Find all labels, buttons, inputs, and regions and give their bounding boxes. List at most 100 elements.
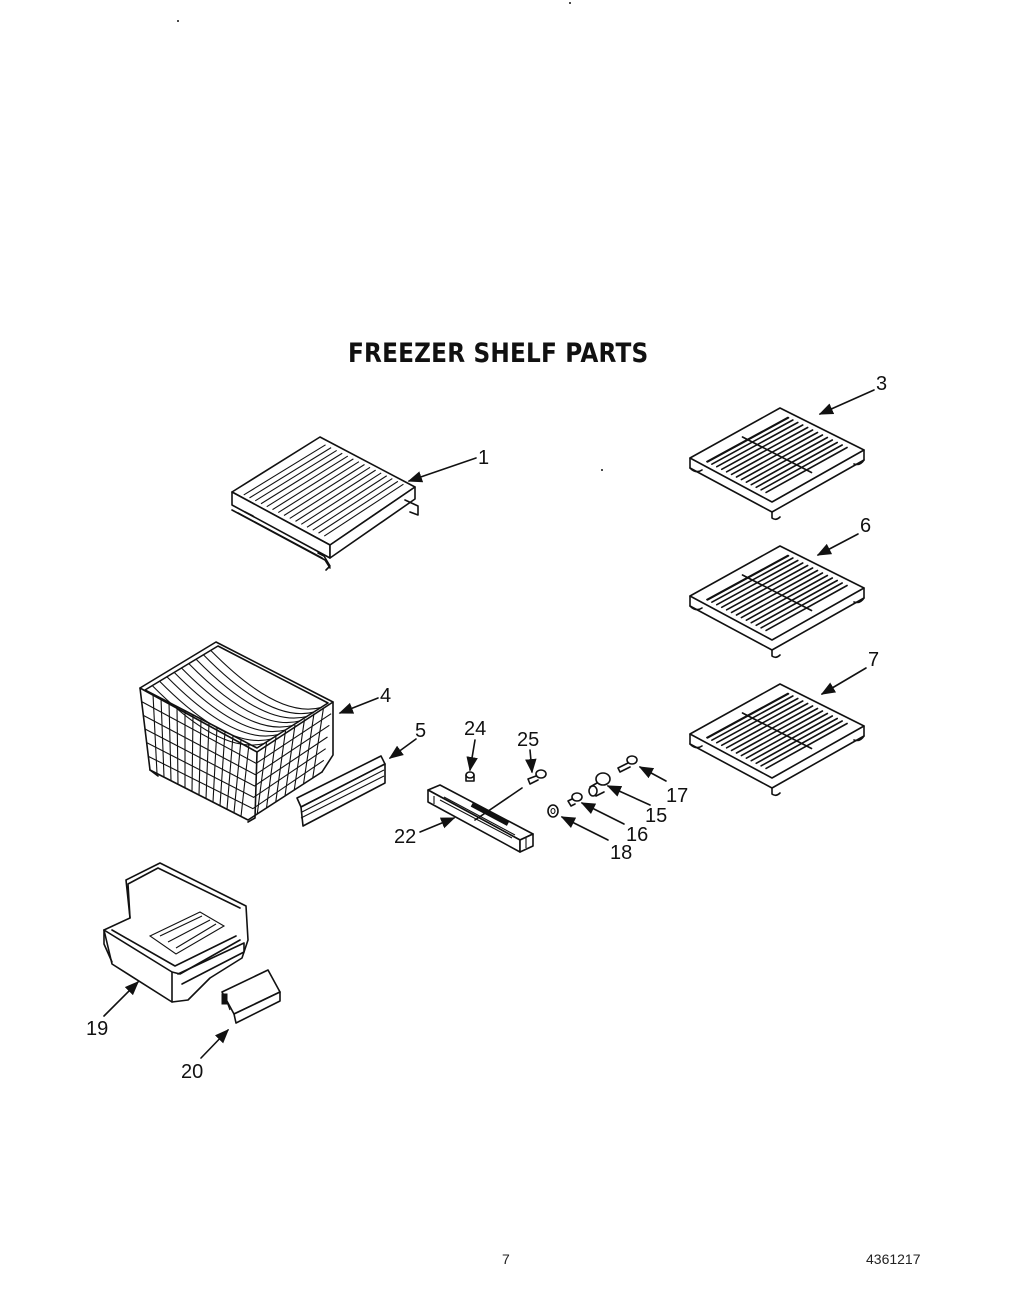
basket-wire [188, 663, 300, 724]
page-number: 7 [502, 1251, 510, 1267]
callout-22: 22 [394, 826, 416, 848]
basket-wire [143, 714, 330, 776]
leader-20 [200, 1028, 229, 1059]
callout-7: 7 [868, 649, 879, 671]
basket-wire [148, 755, 325, 810]
part-17-bolt [617, 755, 638, 773]
basket-wire [144, 728, 328, 787]
basket-wire [275, 730, 287, 803]
shelf-rear-bar [706, 554, 790, 601]
part-20-bin-front [221, 969, 281, 1024]
leader-18 [560, 816, 609, 841]
basket-wire [159, 680, 272, 742]
part-22-slide-rail [427, 784, 534, 853]
basket-wire [166, 676, 279, 737]
basket-wire [210, 650, 322, 710]
basket-wire [146, 742, 326, 798]
part-5-trim [296, 755, 386, 827]
part-16-washer [567, 792, 583, 807]
leader-1 [407, 457, 477, 483]
callout-20: 20 [181, 1061, 203, 1083]
shelf-rib [295, 469, 376, 522]
callout-19: 19 [86, 1018, 108, 1040]
shelf-rear-bar [706, 416, 790, 463]
leader-6 [816, 533, 859, 556]
shelf-hook [771, 787, 781, 797]
shelf-rib [306, 475, 388, 528]
callout-labels: 1 3 6 7 4 5 24 25 17 15 16 18 22 19 20 [86, 373, 887, 1083]
document-number: 4361217 [866, 1251, 921, 1267]
basket-wire [233, 739, 242, 813]
part-25-screw [527, 769, 547, 785]
shelf-rib [243, 444, 326, 496]
callout-6: 6 [860, 515, 871, 537]
leader-3 [818, 389, 875, 415]
basket-wire [181, 667, 293, 728]
shelf-hook [689, 605, 703, 611]
callout-4: 4 [380, 685, 391, 707]
leader-15 [606, 785, 651, 806]
callout-25: 25 [517, 729, 539, 751]
basket-wire [203, 654, 314, 715]
part-24-pin [465, 771, 475, 782]
basket-wire [293, 719, 306, 791]
leader-lines [103, 389, 875, 1059]
part-4-wire-basket [139, 641, 334, 823]
callout-18: 18 [610, 842, 632, 864]
basket-wire [141, 701, 332, 764]
shelf-center-bar [741, 436, 813, 474]
part-6-wire-shelf [689, 545, 865, 659]
shelf-hook [771, 511, 781, 521]
callout-5: 5 [415, 720, 426, 742]
shelf-hook [853, 597, 865, 604]
leader-25 [525, 749, 537, 774]
callout-17: 17 [666, 785, 688, 807]
part-19-bin [103, 862, 249, 1003]
shelf-rib [318, 480, 399, 534]
leader-5 [388, 738, 417, 759]
basket-wire [226, 735, 234, 810]
part-7-wire-shelf [689, 683, 865, 797]
scan-speck [601, 469, 603, 471]
part-1-shelf [231, 436, 419, 571]
shelf-center-bar [741, 574, 813, 612]
basket-wire [151, 685, 265, 746]
shelf-hook [771, 649, 781, 659]
shelf-rib [289, 466, 371, 519]
scan-speck [177, 20, 179, 22]
shelf-center-bar [741, 712, 813, 750]
shelf-rib [283, 464, 365, 516]
leader-24 [466, 739, 478, 772]
leader-7 [820, 667, 867, 695]
leader-17 [638, 766, 667, 782]
shelf-rib [260, 452, 343, 505]
part-18-nut [547, 804, 559, 818]
callout-16: 16 [626, 824, 648, 846]
basket-wire [219, 731, 226, 806]
shelf-hook [689, 743, 703, 749]
shelf-rib [323, 483, 404, 537]
callout-1: 1 [478, 447, 489, 469]
part-15-spacer [588, 772, 611, 797]
shelf-hook [689, 467, 703, 473]
shelf-hook [853, 459, 865, 466]
basket-wire [256, 742, 268, 815]
shelf-rib [312, 478, 393, 531]
shelf-rib [254, 449, 337, 502]
scan-speck [569, 2, 571, 4]
shelf-hook [853, 735, 865, 742]
part-3-wire-shelf [689, 407, 865, 521]
basket-wire [284, 724, 296, 797]
page-title: FREEZER SHELF PARTS [348, 338, 649, 369]
shelf-rib [249, 447, 332, 499]
leader-22 [419, 817, 456, 833]
leader-19 [103, 980, 140, 1017]
basket-wire [173, 672, 286, 733]
basket-wire [302, 713, 315, 785]
basket-wire [240, 743, 250, 817]
shelf-rib [266, 455, 349, 508]
basket-wire [265, 736, 277, 809]
shelf-rear-bar [706, 692, 790, 739]
callout-15: 15 [645, 805, 667, 827]
